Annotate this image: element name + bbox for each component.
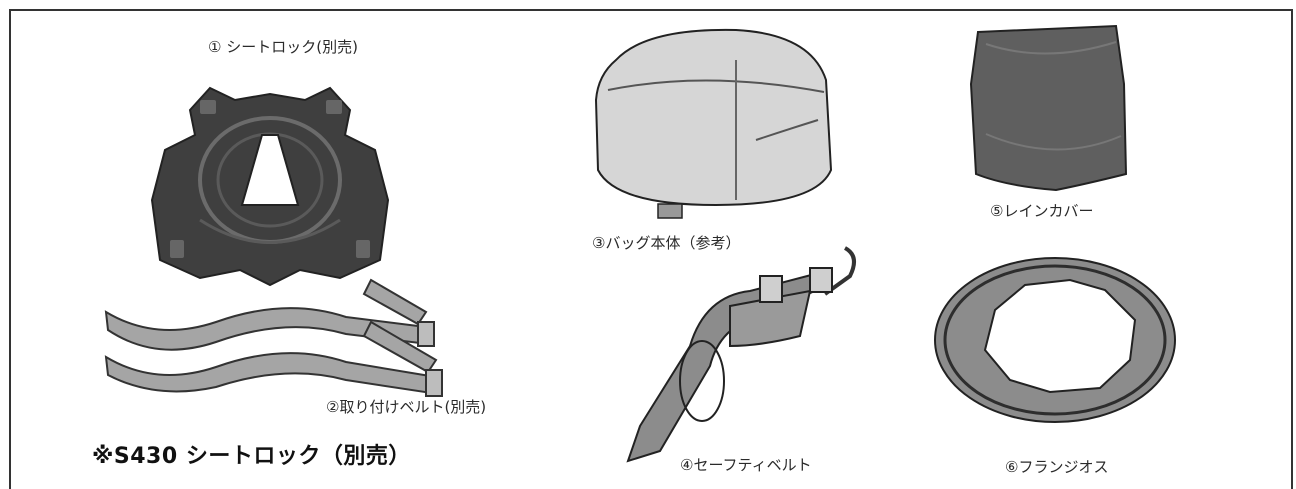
bag-label: ③バッグ本体（参考） [592,234,741,252]
flange-label: ⑥フランジオス [1005,458,1109,476]
bag-body-image [594,28,833,219]
seat-lock-image [150,86,390,287]
mounting-belts-image [104,278,443,397]
safety-belt-label: ④セーフティベルト [680,456,812,474]
rain-cover-image [969,24,1128,192]
seat-lock-note: ※S430 シートロック（別売） [92,444,411,469]
safety-belt-image [626,246,856,463]
rain-cover-label: ⑤レインカバー [990,202,1094,220]
content-frame [9,9,1293,489]
flange-image [934,257,1176,423]
seat-lock-label: ① シートロック(別売) [208,38,358,56]
belts-label: ②取り付けベルト(別売) [326,398,487,416]
